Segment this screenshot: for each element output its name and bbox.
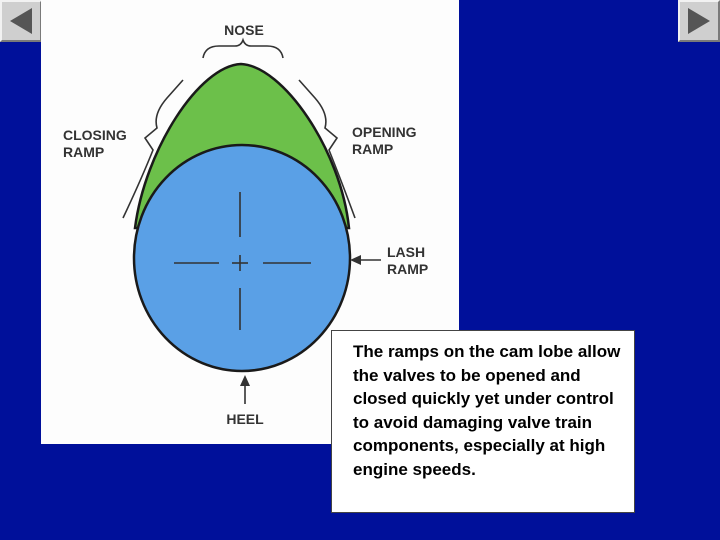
heel-arrow — [240, 375, 250, 404]
closing-ramp-label-line1: CLOSING — [63, 127, 127, 143]
cam-base-circle — [132, 143, 352, 373]
cam-lobe-diagram: NOSE CLOSING RAMP OPENING RAMP LASH RAMP… — [63, 22, 428, 427]
previous-slide-button[interactable] — [0, 0, 42, 42]
triangle-left-icon — [10, 8, 32, 34]
caption-box: The ramps on the cam lobe allow the valv… — [331, 330, 635, 513]
closing-ramp-bracket — [122, 79, 184, 219]
center-crosshair — [174, 192, 311, 330]
opening-ramp-label-line2: RAMP — [352, 141, 393, 157]
heel-label: HEEL — [226, 411, 264, 427]
nose-label: NOSE — [224, 22, 264, 38]
lash-ramp-arrow — [350, 255, 381, 265]
next-slide-button[interactable] — [678, 0, 720, 42]
opening-ramp-label-line1: OPENING — [352, 124, 417, 140]
lash-ramp-label-line2: RAMP — [387, 261, 428, 277]
nose-bracket — [202, 37, 284, 59]
closing-ramp-label-line2: RAMP — [63, 144, 104, 160]
cam-lobe-figure: NOSE CLOSING RAMP OPENING RAMP LASH RAMP… — [41, 0, 459, 444]
lash-ramp-label-line1: LASH — [387, 244, 425, 260]
triangle-right-icon — [688, 8, 710, 34]
caption-text: The ramps on the cam lobe allow the valv… — [353, 342, 621, 479]
opening-ramp-bracket — [298, 79, 356, 219]
